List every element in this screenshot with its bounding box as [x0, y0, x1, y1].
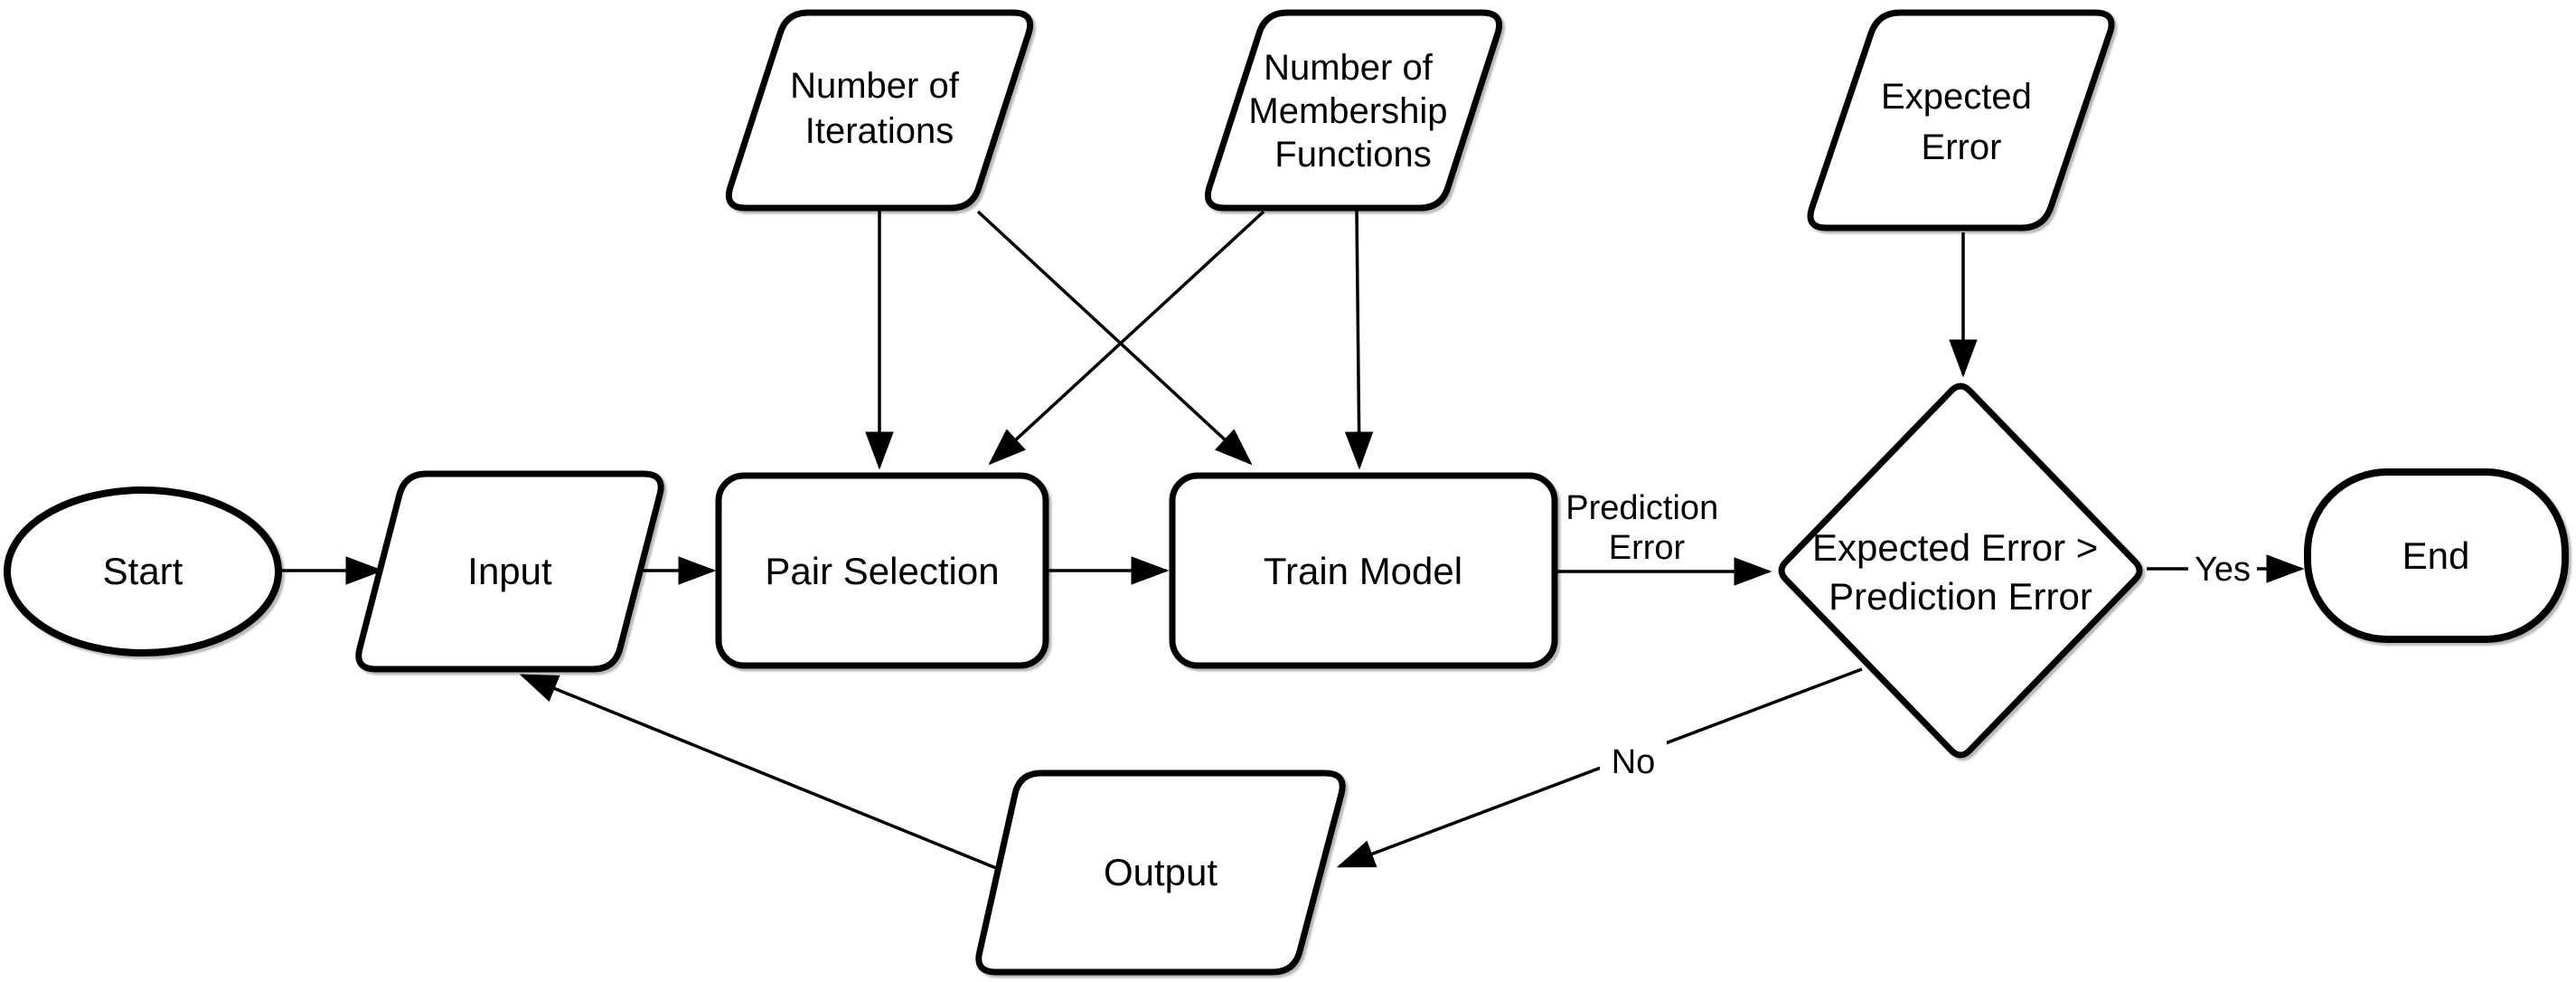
- node-decision: Expected Error > Prediction Error: [1778, 382, 2143, 759]
- output-label: Output: [1104, 851, 1217, 893]
- num-membership-label: Number of Membership Functions: [1248, 48, 1457, 175]
- edge-labels: Prediction Error Yes No: [1565, 489, 2257, 783]
- node-label-line: Input: [467, 550, 552, 592]
- node-end: End: [2304, 468, 2569, 643]
- node-label-line: Start: [103, 550, 183, 592]
- output-shape: [975, 770, 1346, 976]
- end-shape: [2304, 468, 2569, 643]
- decision-label: Expected Error > Prediction Error: [1812, 526, 2109, 618]
- num-membership-shape: [1204, 9, 1503, 212]
- node-num-iterations: Number of Iterations: [725, 9, 1034, 212]
- edge-label-line: Error: [1609, 529, 1686, 567]
- num-iterations-shape: [725, 9, 1034, 212]
- node-label-line: Output: [1104, 851, 1217, 893]
- node-label-line: Prediction Error: [1829, 575, 2092, 618]
- edge-output-input: [519, 674, 1001, 872]
- train-model-label: Train Model: [1264, 550, 1462, 592]
- node-num-membership: Number of Membership Functions: [1204, 9, 1503, 212]
- edge-num-membership-train-model: [1344, 210, 1374, 470]
- edge-label-line: No: [1612, 743, 1656, 781]
- node-label-line: Error: [1922, 127, 2002, 167]
- end-label: End: [2402, 534, 2470, 577]
- edge-label-line: Prediction: [1565, 489, 1718, 527]
- node-label-line: End: [2402, 534, 2470, 577]
- input-shape: [355, 470, 664, 673]
- node-pair-selection: Pair Selection: [715, 472, 1049, 669]
- edge-num-iterations-train-model: [976, 210, 1253, 466]
- node-label-line: Expected: [1881, 77, 2032, 117]
- no-edge-label: No: [1612, 743, 1656, 781]
- node-input: Input: [355, 470, 664, 673]
- train-model-shape: [1169, 472, 1558, 669]
- expected-error-label: Expected Error: [1881, 77, 2042, 167]
- input-label: Input: [467, 550, 552, 592]
- expected-error-shape: [1807, 9, 2115, 231]
- prediction-error-edge-label: Prediction Error: [1565, 489, 1728, 567]
- edge-label-line: Yes: [2195, 551, 2251, 589]
- decision-shape: [1778, 382, 2143, 759]
- num-iterations-label: Number of Iterations: [790, 66, 969, 151]
- yes-label-background: [2188, 548, 2257, 591]
- node-label-line: Expected Error >: [1812, 526, 2098, 569]
- node-label-line: Number of: [1264, 48, 1434, 88]
- node-label-line: Number of: [790, 66, 960, 106]
- node-label-line: Iterations: [805, 111, 954, 151]
- node-train-model: Train Model: [1169, 472, 1558, 669]
- node-label-line: Train Model: [1264, 550, 1462, 592]
- yes-edge-label: Yes: [2195, 551, 2251, 589]
- node-start: Start: [4, 486, 282, 656]
- edge-num-membership-pair-selection: [988, 210, 1265, 466]
- node-expected-error: Expected Error: [1807, 9, 2115, 231]
- node-label-line: Functions: [1274, 135, 1431, 175]
- node-output: Output: [975, 770, 1346, 976]
- pair-selection-label: Pair Selection: [765, 550, 999, 592]
- no-label-background: [1600, 741, 1667, 783]
- start-shape: [4, 486, 282, 656]
- node-label-line: Membership: [1248, 91, 1447, 131]
- node-label-line: Pair Selection: [765, 550, 999, 592]
- start-label: Start: [103, 550, 183, 592]
- pair-selection-shape: [715, 472, 1049, 669]
